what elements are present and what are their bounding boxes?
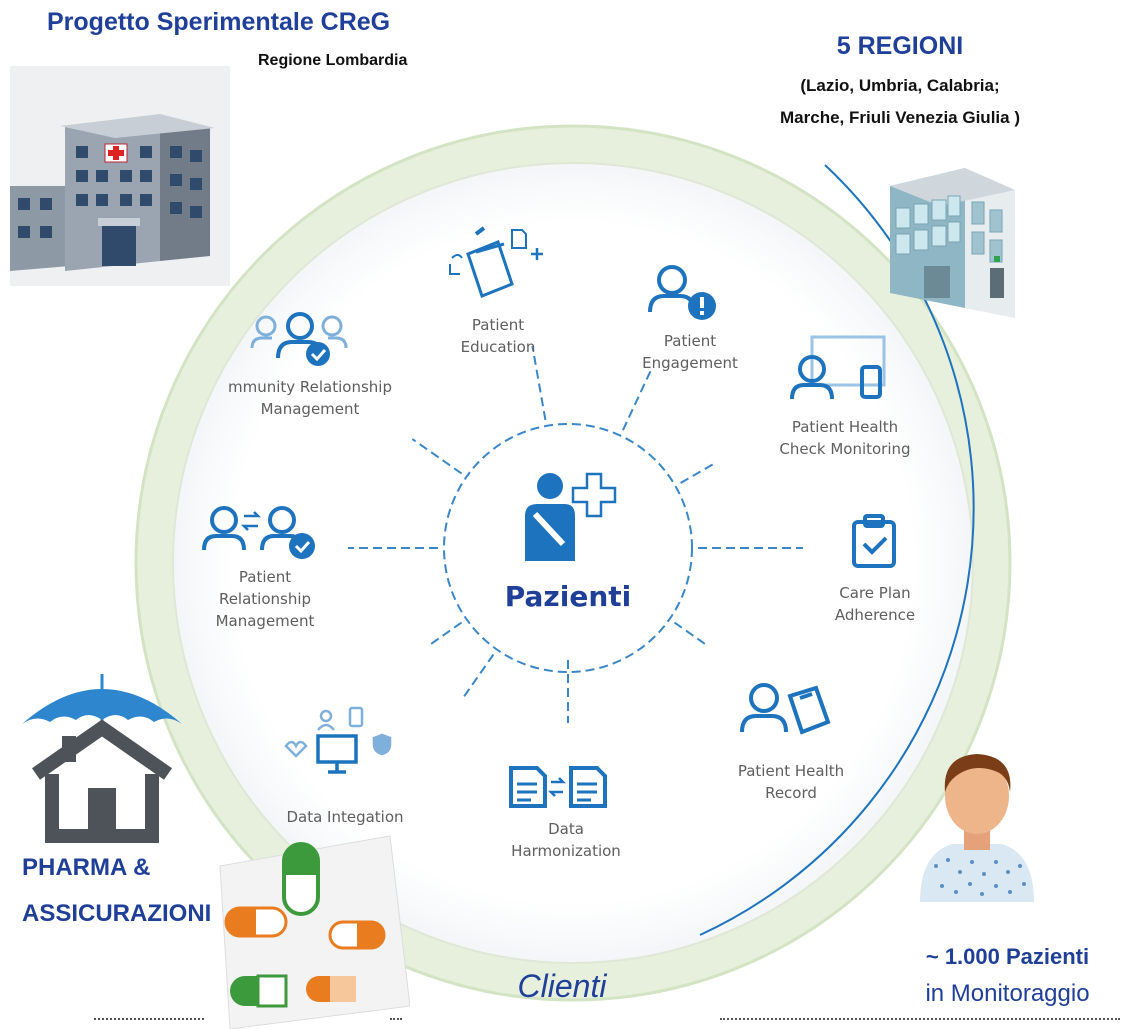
community-icon <box>250 312 348 366</box>
label-line: Care Plan <box>839 584 911 602</box>
label-relationship: Patient Relationship Management <box>180 566 350 632</box>
inner-circle <box>172 162 974 964</box>
label-line: Management <box>260 400 360 418</box>
documents-exchange-icon <box>509 766 607 808</box>
health-record-icon <box>740 683 831 735</box>
right-line1: (Lazio, Umbria, Calabria; <box>800 76 1000 95</box>
right-title: 5 REGIONI <box>836 32 964 60</box>
label-health-record: Patient Health Record <box>706 760 876 804</box>
spoke <box>461 653 495 701</box>
education-icon <box>449 226 543 298</box>
umbrella-house-icon <box>22 674 182 843</box>
patient-person-icon <box>920 754 1034 902</box>
label-data-integration: Data Integation <box>260 806 430 828</box>
label-line: Patient Health <box>737 762 845 780</box>
label-line: Patient Health <box>791 418 899 436</box>
pharma-line1: PHARMA & <box>22 854 151 881</box>
label-line: Data Integation <box>286 808 404 826</box>
label-line: Data <box>548 820 584 838</box>
regional-building-icon <box>890 168 1015 318</box>
clipboard-check-icon <box>852 514 896 568</box>
spoke <box>680 462 716 484</box>
label-line: Adherence <box>834 606 916 624</box>
spoke <box>673 621 708 647</box>
data-integration-icon <box>284 706 392 774</box>
patients-count: ~ 1.000 Pazienti <box>925 944 1090 969</box>
label-care-plan: Care Plan Adherence <box>810 582 940 626</box>
pills-icon <box>219 835 410 1029</box>
label-line: Check Monitoring <box>779 440 911 458</box>
spokes <box>348 345 803 723</box>
spoke <box>622 370 652 431</box>
left-subtitle: Regione Lombardia <box>258 52 408 69</box>
label-line: Relationship <box>218 590 312 608</box>
label-patient-education: Patient Education <box>418 314 578 358</box>
label-line: Management <box>215 612 315 630</box>
right-line2: Marche, Friuli Venezia Giulia ) <box>780 108 1020 127</box>
label-community: mmunity Relationship Management <box>200 376 420 420</box>
hospital-icon <box>10 66 230 286</box>
label-line: Patient <box>471 316 525 334</box>
label-line: mmunity Relationship <box>227 378 392 396</box>
dotted-line-left <box>94 1018 204 1020</box>
spoke <box>531 345 547 421</box>
label-line: Record <box>765 784 817 802</box>
center-dashed-circle <box>443 423 693 673</box>
left-title: Progetto Sperimentale CReG <box>47 8 391 36</box>
spoke <box>411 438 463 475</box>
dotted-line-right <box>720 1018 1120 1020</box>
clienti-label: Clienti <box>517 968 607 1004</box>
patients-monitoring: in Monitoraggio <box>925 980 1090 1007</box>
label-data-harmonization: Data Harmonization <box>476 818 656 862</box>
patient-cross-icon <box>525 472 617 561</box>
label-line: Patient <box>663 332 717 350</box>
label-health-check: Patient Health Check Monitoring <box>752 416 938 460</box>
dotted-line-mid <box>390 1018 402 1020</box>
engagement-icon <box>648 265 716 320</box>
center-label: Pazienti <box>504 580 632 613</box>
spoke <box>428 621 463 647</box>
label-line: Engagement <box>642 354 738 372</box>
pharma-line2: ASSICURAZIONI <box>22 900 212 927</box>
label-line: Education <box>460 338 536 356</box>
monitoring-icon <box>790 335 886 400</box>
relationship-icon <box>202 506 315 559</box>
label-patient-engagement: Patient Engagement <box>600 330 780 374</box>
label-line: Harmonization <box>511 842 621 860</box>
label-line: Patient <box>238 568 292 586</box>
